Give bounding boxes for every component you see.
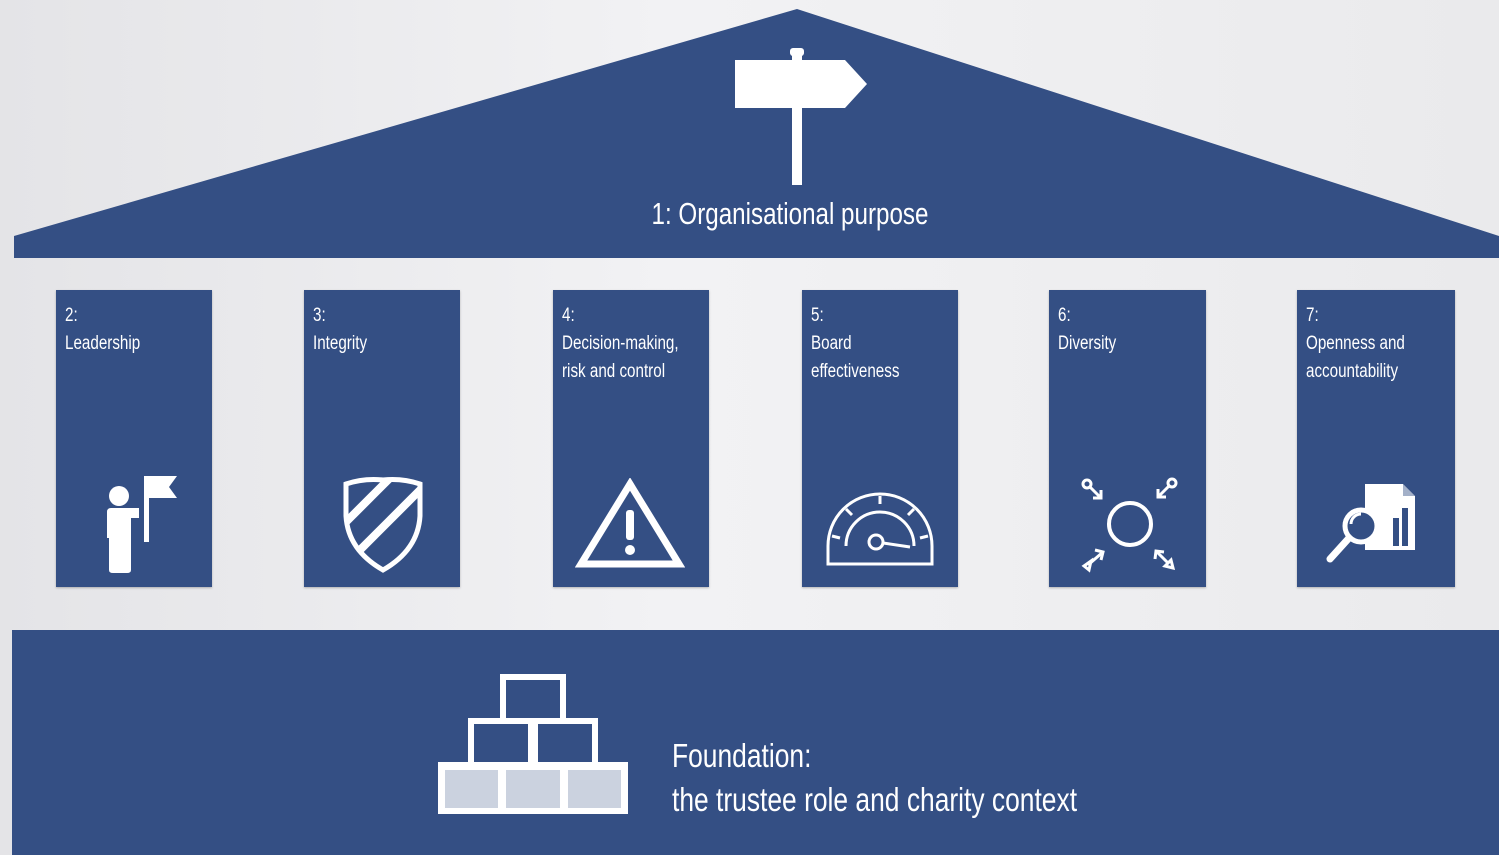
pillar-name-line2: risk and control: [562, 361, 666, 382]
pillar-leadership: 2: Leadership: [56, 290, 212, 587]
pillar-label: 4: Decision-making, risk and control: [562, 302, 679, 386]
pillar-number: 4:: [562, 305, 575, 326]
pillar-decision-making: 4: Decision-making, risk and control: [553, 290, 709, 587]
pillar-label: 7: Openness and accountability: [1306, 302, 1405, 386]
leader-flag-icon: [107, 476, 177, 573]
foundation-title: Foundation:: [672, 737, 812, 774]
signpost-icon: [735, 48, 867, 185]
pillar-name: Integrity: [313, 333, 368, 354]
pillar-name: Decision-making,: [562, 333, 679, 354]
magnifier-report-icon: [1326, 484, 1415, 563]
pillar-number: 5:: [811, 305, 824, 326]
shield-icon: [343, 477, 423, 573]
pillar-name: Openness and: [1306, 333, 1405, 354]
pillar-openness: 7: Openness and accountability: [1297, 290, 1455, 587]
pillar-label: 2: Leadership: [65, 302, 140, 358]
warning-icon: [575, 478, 685, 568]
roof-title: 1: Organisational purpose: [651, 196, 929, 231]
pillar-name: Leadership: [65, 333, 141, 354]
foundation-subtitle: the trustee role and charity context: [672, 781, 1078, 818]
pillar-label: 6: Diversity: [1058, 302, 1116, 358]
pillar-diversity: 6: Diversity: [1049, 290, 1206, 587]
pillar-number: 6:: [1058, 305, 1071, 326]
pillar-name: Board: [811, 333, 852, 354]
diversity-arrows-icon: [1081, 477, 1178, 573]
pillar-label: 3: Integrity: [313, 302, 367, 358]
foundation: Foundation: the trustee role and charity…: [12, 630, 1499, 855]
pillar-integrity: 3: Integrity: [304, 290, 460, 587]
pillar-board-effectiveness: 5: Board effectiveness: [802, 290, 958, 587]
pillar-name: Diversity: [1058, 333, 1117, 354]
pillar-name-line2: effectiveness: [811, 361, 900, 382]
pillar-label: 5: Board effectiveness: [811, 302, 899, 386]
pillar-number: 2:: [65, 305, 78, 326]
roof-shape: [14, 9, 1499, 258]
pillar-number: 7:: [1306, 305, 1319, 326]
pillar-number: 3:: [313, 305, 326, 326]
pillar-name-line2: accountability: [1306, 361, 1399, 382]
building-blocks-icon: [438, 674, 628, 814]
gauge-icon: [826, 492, 934, 566]
foundation-label: Foundation: the trustee role and charity…: [672, 734, 1077, 822]
